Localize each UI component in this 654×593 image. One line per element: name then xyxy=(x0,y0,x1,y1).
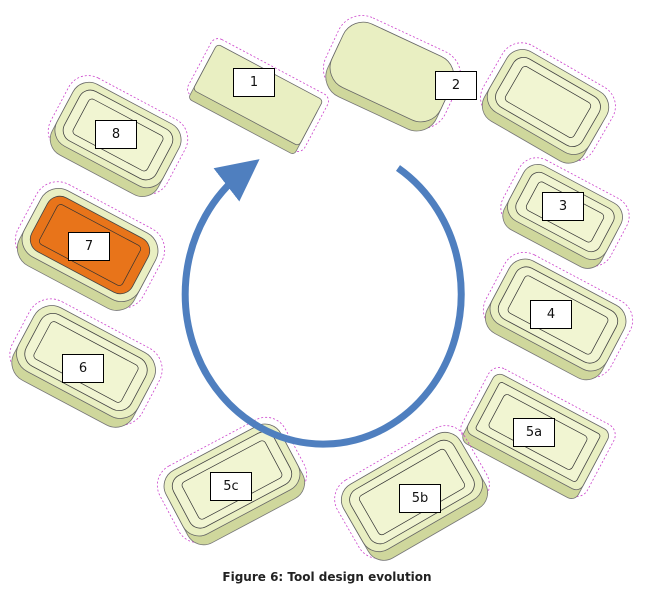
stage-label-2: 2 xyxy=(435,71,477,100)
stage-label-5c: 5c xyxy=(210,472,252,501)
stage-label-4: 4 xyxy=(530,300,572,329)
figure-caption: Figure 6: Tool design evolution xyxy=(222,570,432,584)
stage-label-3: 3 xyxy=(542,192,584,221)
stage-label-8: 8 xyxy=(95,120,137,149)
cycle-arrow xyxy=(181,159,465,448)
stage-label-5b: 5b xyxy=(399,484,441,513)
stage-label-5a: 5a xyxy=(513,418,555,447)
stage-label-7: 7 xyxy=(68,232,110,261)
stage-label-6: 6 xyxy=(62,354,104,383)
tray-model-2 xyxy=(480,42,616,164)
stage-label-1: 1 xyxy=(233,68,275,97)
